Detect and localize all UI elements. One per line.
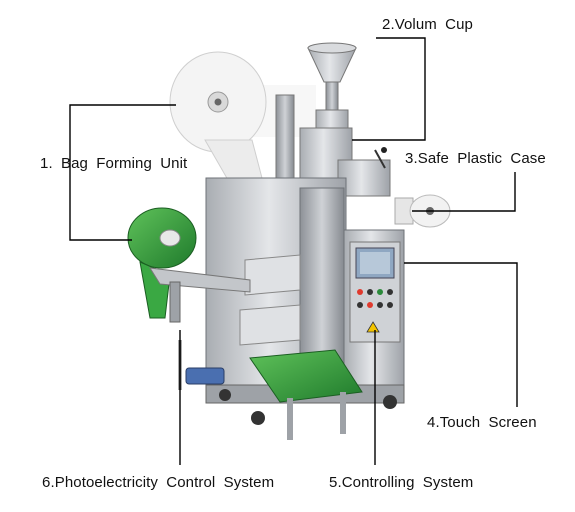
label-controlling-system: 5.Controlling System — [329, 474, 474, 491]
leader-line-touch-screen — [404, 262, 518, 407]
label-safe-plastic-case: 3.Safe Plastic Case — [405, 150, 546, 167]
control-panel — [349, 241, 401, 343]
conveyor-belt — [249, 349, 363, 440]
leader-lines — [69, 37, 518, 465]
label-volum-cup: 2.Volum Cup — [382, 16, 473, 33]
leader-line-volum-cup — [352, 37, 426, 141]
label-bag-forming-unit: 1. Bag Forming Unit — [40, 155, 188, 172]
green-film-roll — [127, 207, 251, 323]
leader-line-bag-forming — [69, 104, 176, 241]
label-touch-screen: 4.Touch Screen — [427, 414, 537, 431]
label-photoelectricity-control-system: 6.Photoelectricity Control System — [42, 474, 275, 491]
leader-line-safe-case — [412, 172, 516, 212]
